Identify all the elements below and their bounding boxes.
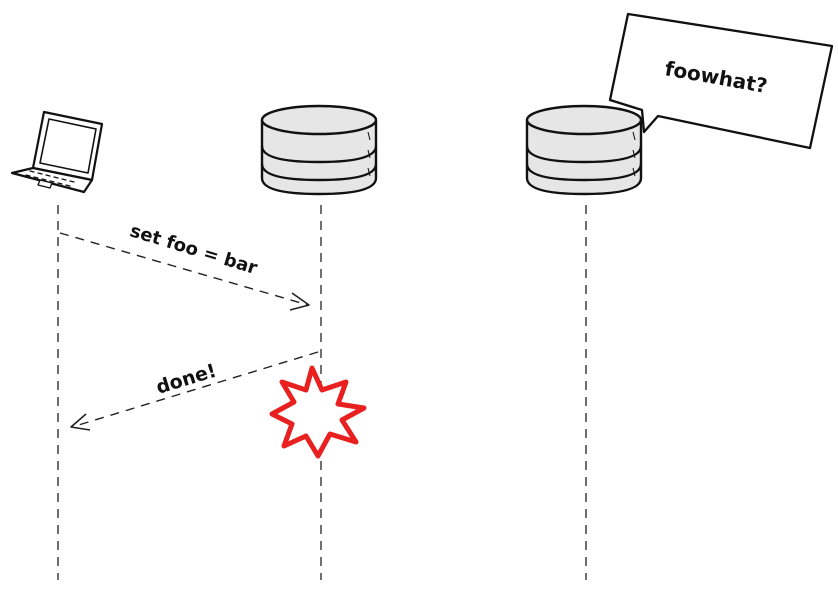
message-arrow-set [59,232,310,311]
message-label-set: set foo = bar [127,220,259,279]
explosion-icon [269,365,367,459]
message-label-done: done! [154,360,219,399]
message-arrow-done [70,351,319,431]
laptop-icon [10,110,104,194]
database-primary-icon [260,104,378,196]
database-replica-icon [525,104,643,196]
speech-bubble: foowhat? [608,12,834,150]
